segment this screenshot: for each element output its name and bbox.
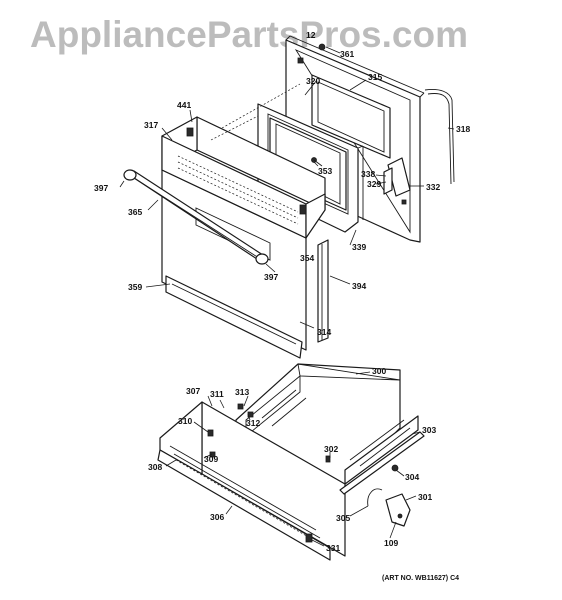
- drawer-rail-303: [339, 431, 425, 495]
- hinge-bracket-332: [383, 157, 411, 197]
- callout-365: 365: [128, 207, 142, 217]
- callout-310: 310: [178, 416, 192, 426]
- callout-339: 339: [352, 242, 366, 252]
- door-gasket-318: [424, 89, 455, 185]
- watermark-logo: AppliancePartsPros.com: [30, 14, 468, 55]
- door-handle-365: [123, 169, 269, 265]
- callout-354: 354: [300, 253, 314, 263]
- callout-329: 329: [367, 179, 381, 189]
- callout-394: 394: [352, 281, 366, 291]
- art-number: (ART NO. WB11627) C4: [382, 575, 460, 582]
- callout-317: 317: [144, 120, 158, 130]
- callout-312: 312: [246, 418, 260, 428]
- callout-301: 301: [418, 492, 432, 502]
- drawer-front-panel-306: [157, 401, 346, 561]
- callout-397-bottom: 397: [264, 272, 278, 282]
- callout-307: 307: [186, 386, 200, 396]
- callout-311: 311: [210, 389, 224, 399]
- screw-361: [318, 43, 326, 51]
- callout-308: 308: [148, 462, 162, 472]
- callout-353: 353: [318, 166, 332, 176]
- callout-306: 306: [210, 512, 224, 522]
- callout-338: 338: [361, 169, 375, 179]
- callout-361: 361: [340, 49, 354, 59]
- callout-314: 314: [317, 327, 331, 337]
- callout-313: 313: [235, 387, 249, 397]
- callout-315: 315: [368, 72, 382, 82]
- callout-305: 305: [336, 513, 350, 523]
- callout-labels: 12 361 320 315 441 317 318 353 338 329 3…: [94, 30, 470, 553]
- callout-359: 359: [128, 282, 142, 292]
- rail-clip-305: [367, 488, 383, 507]
- side-trim-394: [317, 239, 329, 343]
- bottom-trim-359: [165, 275, 303, 359]
- callout-303: 303: [422, 425, 436, 435]
- callout-12: 12: [306, 30, 316, 40]
- bracket-301: [385, 493, 411, 527]
- callout-441: 441: [177, 100, 191, 110]
- callout-318: 318: [456, 124, 470, 134]
- callout-332: 332: [426, 182, 440, 192]
- callout-109: 109: [384, 538, 398, 548]
- callout-331: 331: [326, 543, 340, 553]
- leader-lines: [119, 46, 455, 547]
- callout-304: 304: [405, 472, 419, 482]
- callout-397-top: 397: [94, 183, 108, 193]
- callout-309: 309: [204, 454, 218, 464]
- callout-300: 300: [372, 366, 386, 376]
- callout-320: 320: [306, 76, 320, 86]
- callout-302: 302: [324, 444, 338, 454]
